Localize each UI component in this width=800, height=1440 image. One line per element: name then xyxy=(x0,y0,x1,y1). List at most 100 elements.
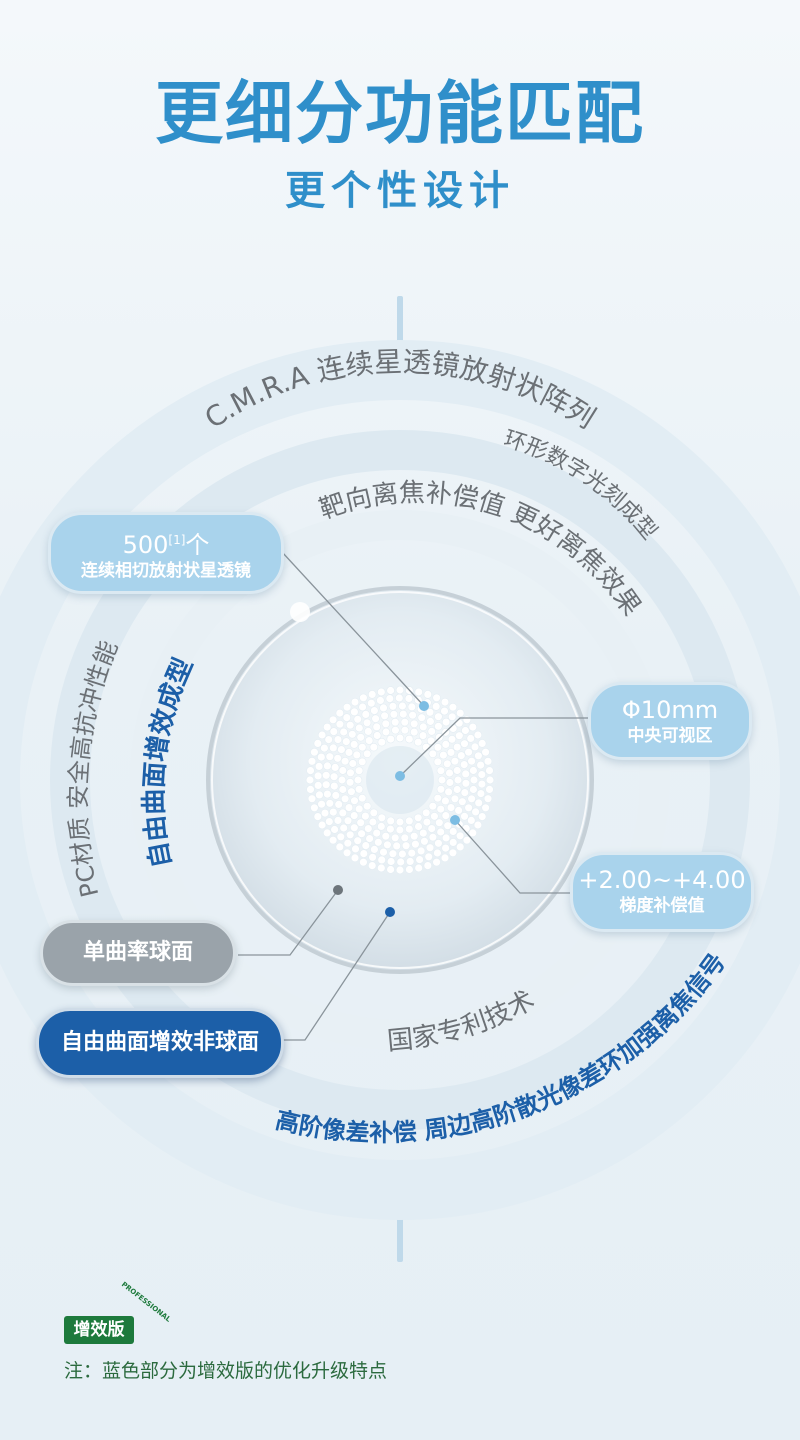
lenslet-dot xyxy=(446,748,456,757)
lenslet-dot xyxy=(458,797,467,806)
lenslet-dot xyxy=(440,697,450,707)
lenslet-dot xyxy=(420,837,429,846)
lenslet-dot xyxy=(461,726,470,735)
lenslet-dot xyxy=(405,734,414,744)
lenslet-dot xyxy=(346,830,355,839)
lenslet-dot xyxy=(395,685,405,695)
lenslet-dot xyxy=(340,756,350,766)
lenslet-dot xyxy=(467,816,476,825)
lenslet-dot xyxy=(359,849,368,858)
lenslet-dot xyxy=(399,709,408,719)
lenslet-dot xyxy=(353,775,363,785)
lenslet-dot xyxy=(469,775,479,785)
lenslet-dot xyxy=(335,842,344,852)
lenslet-dot xyxy=(455,731,464,740)
lenslet-dot xyxy=(483,794,493,803)
lenslet-dot xyxy=(344,803,354,812)
lenslet-dot xyxy=(473,820,483,830)
lenslet-dot xyxy=(346,720,355,730)
lenslet-dot xyxy=(347,787,356,796)
lenslet-dot xyxy=(395,693,404,703)
leader-single xyxy=(238,889,339,956)
lenslet-dot xyxy=(395,865,405,875)
lenslet-dot xyxy=(356,818,365,827)
lenslet-dot xyxy=(391,833,400,842)
lenslet-dot xyxy=(377,813,386,822)
lenslet-dot xyxy=(468,722,477,732)
lenslet-dot xyxy=(477,770,486,779)
lenslet-dot xyxy=(448,712,457,721)
lenslet-dot xyxy=(307,794,317,803)
lenslet-dot xyxy=(462,715,472,724)
lenslet-dot xyxy=(306,785,315,794)
lenslet-dot xyxy=(337,745,346,754)
central-zone-label: 中央可视区 xyxy=(627,726,713,746)
lenslet-dot xyxy=(483,757,493,766)
lenslet-dot xyxy=(416,846,426,856)
lenslet-dot xyxy=(456,842,465,852)
lenslet-dot xyxy=(401,841,411,850)
lenslet-dot xyxy=(432,702,441,711)
lenslet-dot xyxy=(322,780,331,789)
lenslet-dot xyxy=(340,794,350,803)
lenslet-dot xyxy=(333,735,343,744)
lenslet-dot xyxy=(339,727,348,737)
lenslet-dot xyxy=(481,803,490,812)
lenslet-dot xyxy=(335,719,345,729)
lenslet-dot xyxy=(435,818,444,827)
lenslet-dot xyxy=(310,803,319,812)
lenslet-dot xyxy=(423,861,432,870)
lenslet-dot xyxy=(395,825,405,835)
lenslet-dot xyxy=(418,731,428,740)
badge-label: 增效版 xyxy=(73,1320,125,1340)
lenslet-dot xyxy=(364,727,373,736)
lenslet-dot xyxy=(419,828,428,838)
lenslet-dot xyxy=(473,730,483,740)
lenslet-dot xyxy=(460,812,469,821)
lenslet-dot xyxy=(436,804,445,814)
lenslet-dot xyxy=(386,816,395,826)
lenslet-dot xyxy=(439,750,448,760)
marker-diameter xyxy=(395,771,405,781)
lenslet-dot xyxy=(381,719,390,728)
lenslet-dot xyxy=(335,708,344,718)
lenslet-dot xyxy=(448,848,458,857)
lenslet-dot xyxy=(417,713,426,722)
lenslet-dot xyxy=(343,816,353,825)
lenslet-dot xyxy=(434,722,443,731)
lenslet-dot xyxy=(407,702,416,712)
lenslet-dot xyxy=(350,697,360,707)
inner-ring xyxy=(130,510,670,1050)
lenslet-dot xyxy=(427,727,436,736)
lenslet-dot xyxy=(363,749,372,758)
lenslet-dot xyxy=(385,694,394,703)
lenslet-dot xyxy=(368,690,377,699)
lenslet-dot xyxy=(428,749,437,758)
lenslet-dot xyxy=(433,757,442,766)
lenslet-dot xyxy=(337,775,347,785)
lenslet-dot xyxy=(462,835,472,845)
lenslet-dot xyxy=(414,822,423,831)
lenslet-dot xyxy=(329,743,338,753)
lenslet-dot xyxy=(317,820,327,830)
lenslet-dot xyxy=(355,723,364,733)
lenslet-dot xyxy=(391,725,400,735)
lenslet-dot xyxy=(425,843,435,852)
lenslet-dot xyxy=(346,768,355,777)
lenslet-dot xyxy=(330,781,339,791)
lenslet-dot xyxy=(467,794,476,803)
lenslet-dot xyxy=(469,785,478,794)
lenslet-dot xyxy=(333,816,343,825)
lenslet-dot xyxy=(448,702,458,712)
lenslet-dot xyxy=(350,853,360,863)
lenslet-dot xyxy=(358,742,367,752)
lenslet-dot xyxy=(443,821,452,830)
lenslet-dot xyxy=(368,861,377,870)
lenslet-dot xyxy=(469,766,478,775)
lenslet-dot xyxy=(476,789,486,798)
lenslet-dot xyxy=(377,855,386,865)
lenslet-dot xyxy=(361,841,370,850)
lenslet-dot xyxy=(396,857,405,867)
lenslet-dot xyxy=(350,796,359,805)
lenslet-dot xyxy=(306,766,315,775)
